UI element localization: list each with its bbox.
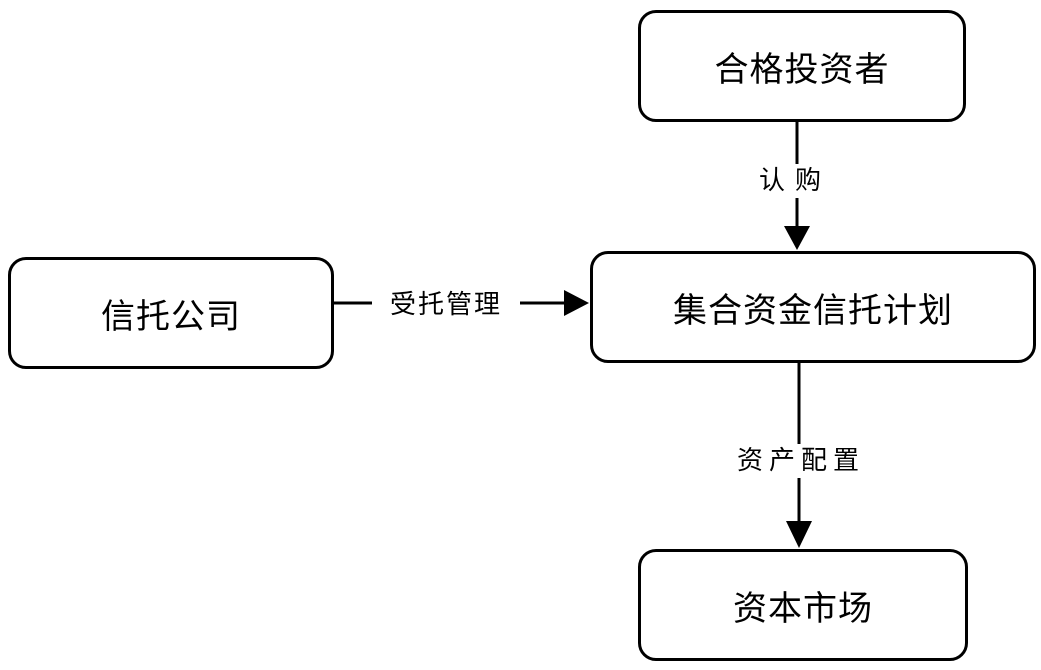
node-qualified-investor: 合格投资者 bbox=[638, 10, 966, 122]
edge-entrusted-arrowhead bbox=[564, 290, 589, 316]
edge-label-subscribe: 认购 bbox=[752, 164, 838, 198]
node-label: 信托公司 bbox=[101, 296, 241, 337]
node-label: 资本市场 bbox=[733, 588, 873, 629]
edge-label-entrusted-management: 受托管理 bbox=[378, 288, 514, 322]
edge-label-asset-allocation: 资产配置 bbox=[726, 444, 876, 478]
node-trust-company: 信托公司 bbox=[8, 257, 334, 369]
edge-allocation-arrowhead bbox=[786, 521, 812, 548]
node-collective-trust-plan: 集合资金信托计划 bbox=[590, 251, 1036, 363]
node-label: 集合资金信托计划 bbox=[673, 290, 953, 331]
node-capital-market: 资本市场 bbox=[638, 549, 968, 661]
edge-subscribe-arrowhead bbox=[784, 226, 810, 250]
node-label: 合格投资者 bbox=[714, 49, 890, 90]
